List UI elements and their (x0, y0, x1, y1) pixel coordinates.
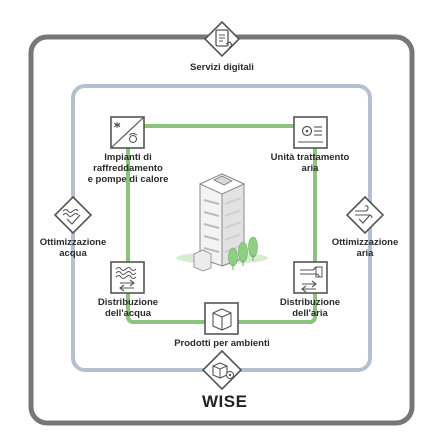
room-unit-icon (204, 302, 239, 335)
air-distribution-icon (293, 261, 328, 294)
label-distribuzione-acqua: Distribuzione dell'acqua (90, 297, 166, 319)
label-ottimizzazione-aria: Ottimizzazione aria (324, 237, 406, 259)
building-icon (176, 173, 268, 272)
label-ott-aria-line2: aria (356, 248, 374, 259)
label-ott-acqua-line1: Ottimizzazione (39, 237, 107, 248)
wise-cube-gear-icon (201, 349, 243, 391)
label-dist-aria-line2: dell'aria (292, 308, 328, 319)
label-dist-acqua-line1: Distribuzione (97, 297, 159, 308)
tablet-hand-icon (203, 20, 241, 58)
air-optimization-icon (345, 195, 385, 235)
label-unita-line2: aria (301, 163, 319, 174)
label-prodotti-ambienti: Prodotti per ambienti (157, 338, 287, 349)
label-dist-aria-line1: Distribuzione (279, 297, 341, 308)
label-impianti-line1: Impianti di (104, 152, 152, 163)
label-prodotti-text: Prodotti per ambienti (174, 338, 270, 349)
water-distribution-icon (110, 261, 145, 294)
label-dist-acqua-line2: dell'acqua (104, 308, 152, 319)
label-impianti-line3: e pompe di calore (87, 174, 169, 185)
label-impianti-line2: raffreddamento (93, 163, 163, 174)
chiller-heat-pump-icon (110, 116, 145, 149)
air-handling-unit-icon (293, 116, 328, 149)
label-unita-trattamento: Unità trattamento aria (262, 152, 358, 174)
label-servizi-digitali: Servizi digitali (172, 62, 272, 73)
label-servizi-digitali-text: Servizi digitali (190, 62, 254, 73)
label-unita-line1: Unità trattamento (270, 152, 350, 163)
water-optimization-icon (53, 195, 93, 235)
label-ott-acqua-line2: acqua (59, 248, 87, 259)
label-ottimizzazione-acqua: Ottimizzazione acqua (32, 237, 114, 259)
brand-wise: WISE (202, 392, 248, 411)
label-impianti: Impianti di raffreddamento e pompe di ca… (83, 152, 173, 185)
label-distribuzione-aria: Distribuzione dell'aria (272, 297, 348, 319)
label-ott-aria-line1: Ottimizzazione (331, 237, 399, 248)
